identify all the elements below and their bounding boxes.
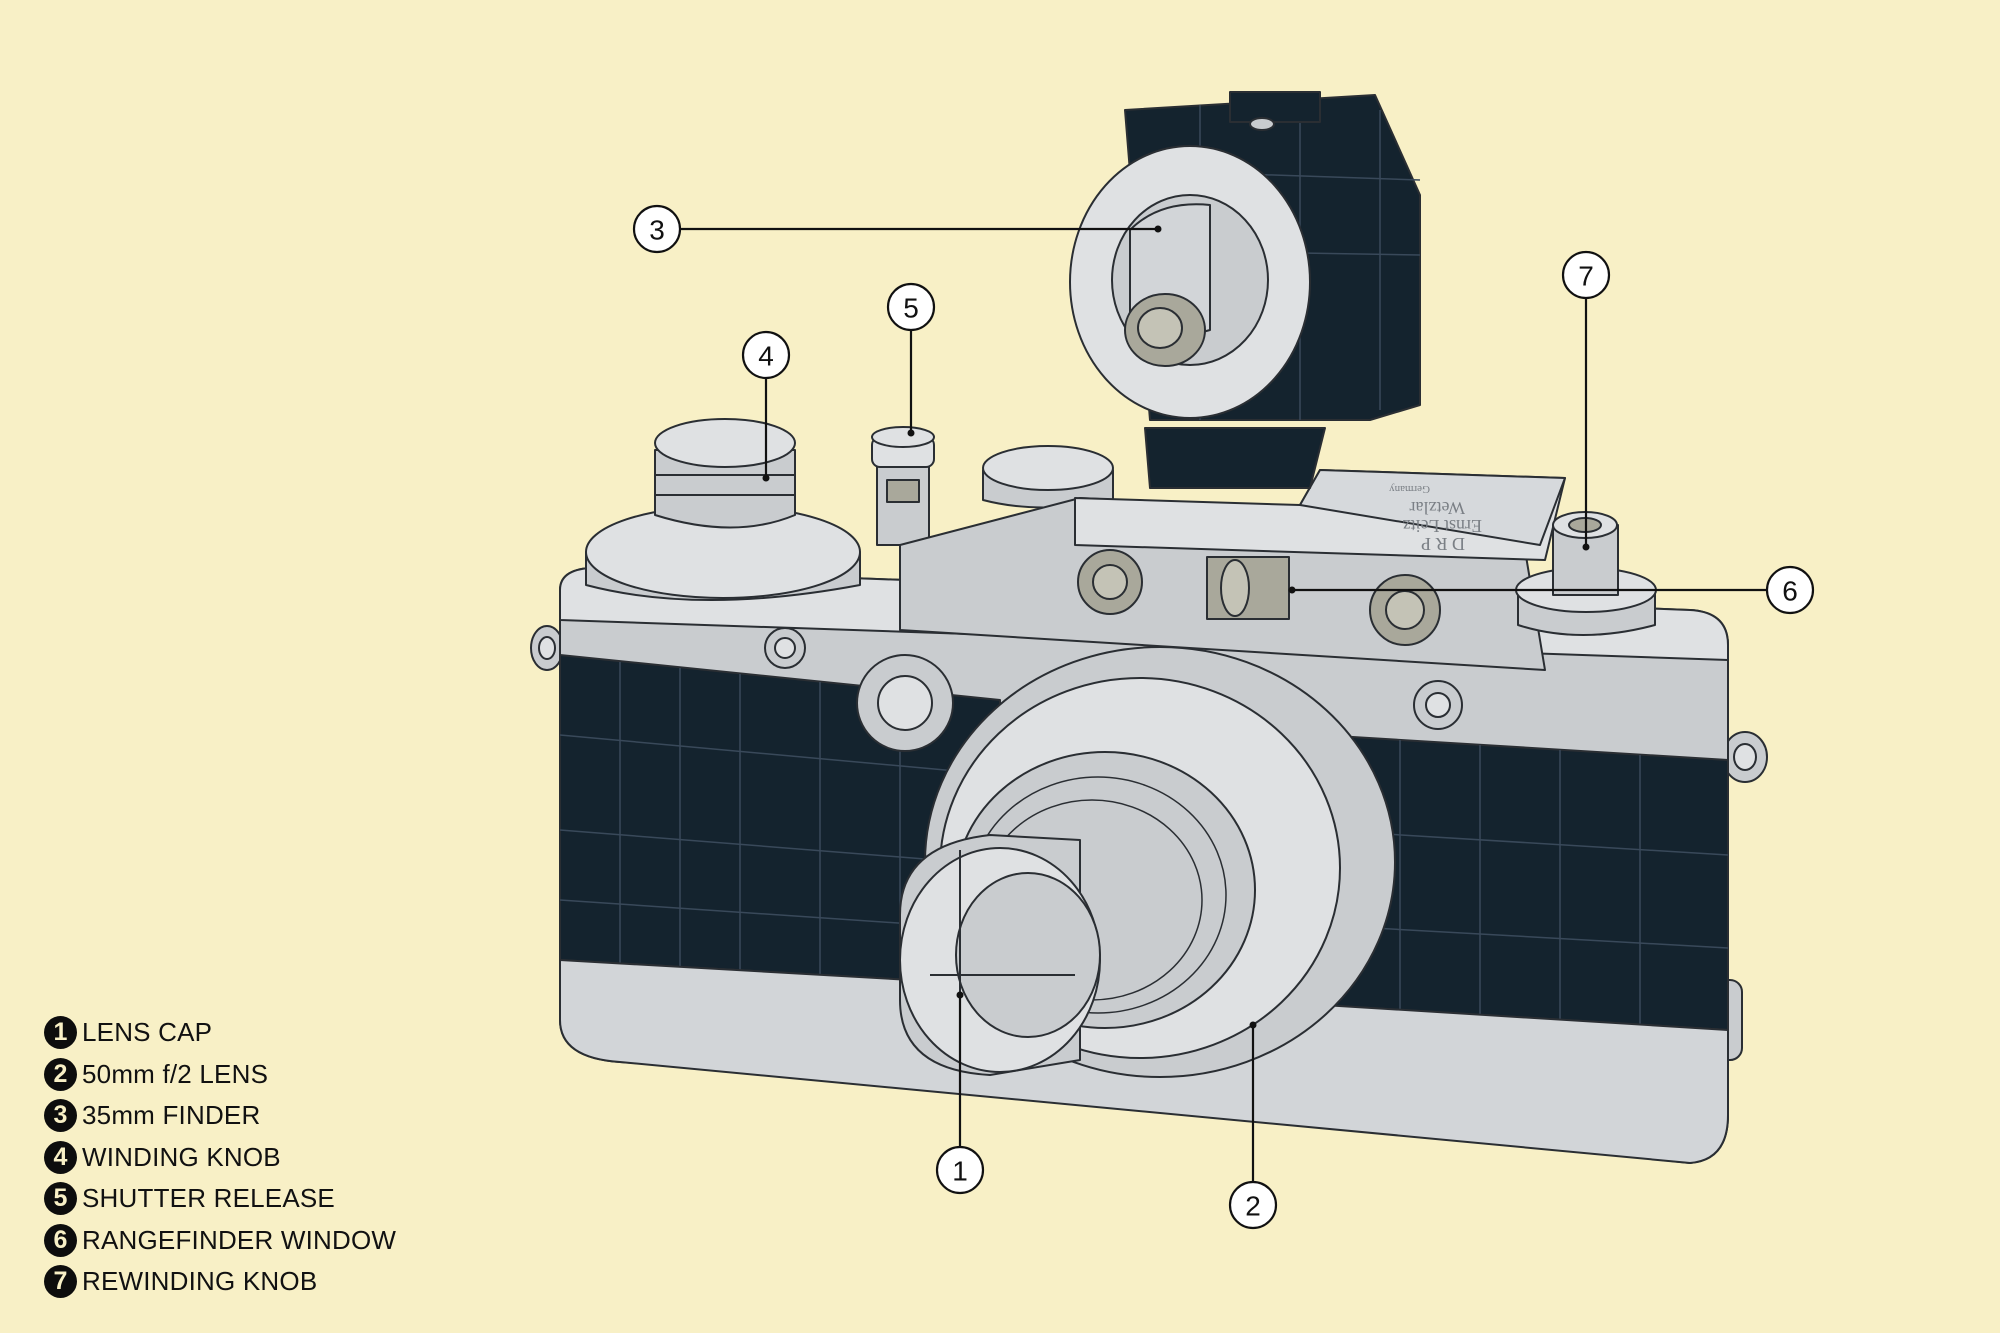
leader-dot-5 xyxy=(907,429,915,437)
legend-item: 2 50mm f/2 LENS xyxy=(44,1054,396,1096)
legend-badge: 4 xyxy=(44,1140,77,1174)
leader-dot-4 xyxy=(762,474,770,482)
callout-leaders xyxy=(680,227,1767,1182)
callout-5: 5 xyxy=(886,282,936,332)
callout-4: 4 xyxy=(741,330,791,380)
legend-item: 7 REWINDING KNOB xyxy=(44,1261,396,1303)
accessory-shoe xyxy=(1144,427,1326,489)
winding-knob xyxy=(585,418,861,601)
callout-6: 6 xyxy=(1765,565,1815,615)
leader-dot-7 xyxy=(1582,543,1590,551)
legend-badge: 2 xyxy=(44,1057,77,1091)
callout-4-number: 4 xyxy=(758,341,774,372)
engraving-line-1: D R P xyxy=(1421,534,1465,554)
legend-badge: 7 xyxy=(44,1265,77,1299)
35mm-finder xyxy=(1069,91,1421,421)
legend-label: 35mm FINDER xyxy=(82,1100,261,1131)
callout-circles: 1 2 3 4 5 6 7 xyxy=(632,204,1815,1230)
leader-dot-2 xyxy=(1249,1021,1257,1029)
engraving-line-2: Ernst Leitz xyxy=(1403,516,1482,536)
lens-cap xyxy=(899,834,1101,1076)
legend-label: REWINDING KNOB xyxy=(82,1266,318,1297)
callout-2-number: 2 xyxy=(1245,1191,1261,1222)
engraving-line-3: Wetzlar xyxy=(1409,498,1465,518)
callout-2: 2 xyxy=(1228,1180,1278,1230)
callout-3-number: 3 xyxy=(649,215,665,246)
callout-1-number: 1 xyxy=(952,1156,968,1187)
strap-lug-left xyxy=(530,625,564,671)
legend-label: 50mm f/2 LENS xyxy=(82,1058,269,1089)
camera-illustration: D R P Ernst Leitz Wetzlar Germany xyxy=(530,91,1768,1164)
legend-item: 5 SHUTTER RELEASE xyxy=(44,1178,396,1220)
leader-dot-6 xyxy=(1288,586,1296,594)
engraved-nameplate: D R P Ernst Leitz Wetzlar Germany xyxy=(1299,469,1566,554)
legend-item: 1 LENS CAP xyxy=(44,1012,396,1054)
callout-5-number: 5 xyxy=(903,293,919,324)
legend-label: WINDING KNOB xyxy=(82,1141,281,1172)
legend-badge: 1 xyxy=(44,1016,77,1050)
engraving-line-4: Germany xyxy=(1389,483,1430,495)
parts-legend: 1 LENS CAP 2 50mm f/2 LENS 3 35mm FINDER… xyxy=(44,1012,396,1303)
callout-6-number: 6 xyxy=(1782,576,1798,607)
legend-label: LENS CAP xyxy=(82,1017,213,1048)
callout-7-number: 7 xyxy=(1578,261,1594,292)
callout-1: 1 xyxy=(935,1145,985,1195)
legend-badge: 5 xyxy=(44,1182,77,1216)
legend-item: 6 RANGEFINDER WINDOW xyxy=(44,1220,396,1262)
leader-dots xyxy=(762,225,1590,1029)
callout-7: 7 xyxy=(1561,250,1611,300)
shutter-release xyxy=(871,426,935,546)
legend-item: 4 WINDING KNOB xyxy=(44,1137,396,1179)
leader-dot-1 xyxy=(956,991,964,999)
legend-label: RANGEFINDER WINDOW xyxy=(82,1224,397,1255)
leader-dot-3 xyxy=(1154,225,1162,233)
callout-3: 3 xyxy=(632,204,682,254)
legend-badge: 6 xyxy=(44,1223,77,1257)
legend-item: 3 35mm FINDER xyxy=(44,1095,396,1137)
legend-badge: 3 xyxy=(44,1099,77,1133)
legend-label: SHUTTER RELEASE xyxy=(82,1183,335,1214)
body-screws xyxy=(764,627,1463,752)
